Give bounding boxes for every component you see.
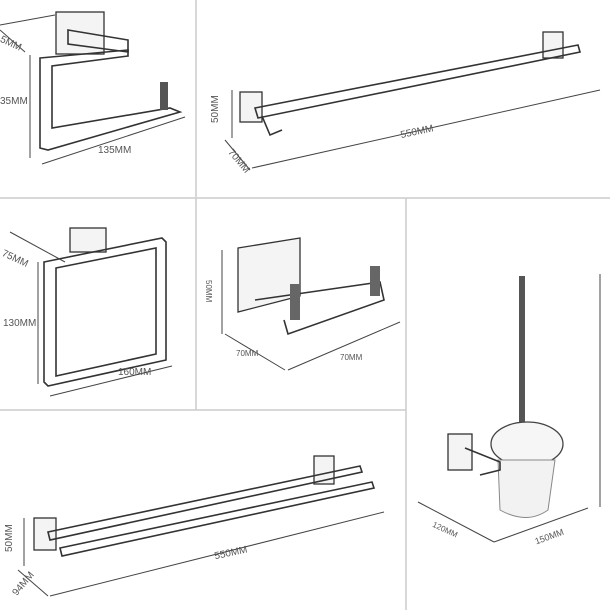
dimension-label: 70MM (225, 147, 251, 175)
dimension-label: 550MM (214, 544, 249, 562)
toilet-brush-holder (417, 274, 601, 543)
dimension-label: 75MM (0, 248, 30, 270)
dimension-label: 120MM (431, 520, 459, 540)
toilet-paper-holder (0, 11, 186, 165)
dimension-label: 135MM (98, 145, 131, 156)
double-towel-bar (17, 455, 385, 597)
towel-bar (224, 31, 601, 171)
dimension-label: 550MM (400, 123, 435, 141)
dimension-label: 160MM (118, 367, 151, 378)
towel-ring (9, 227, 173, 397)
dimension-label: 94MM (11, 570, 37, 598)
dimension-label: 5MM (0, 34, 23, 53)
dimension-label: 35MM (0, 96, 28, 107)
dimension-label: 150MM (533, 527, 565, 547)
robe-hook (221, 237, 401, 371)
dimension-label: 50MM (210, 95, 221, 123)
dimension-label: 70MM (236, 349, 259, 358)
dimension-label: 130MM (3, 318, 36, 329)
dimension-label: 50MM (204, 280, 213, 303)
dimension-label: 50MM (4, 524, 15, 552)
dimension-label: 70MM (340, 353, 363, 362)
